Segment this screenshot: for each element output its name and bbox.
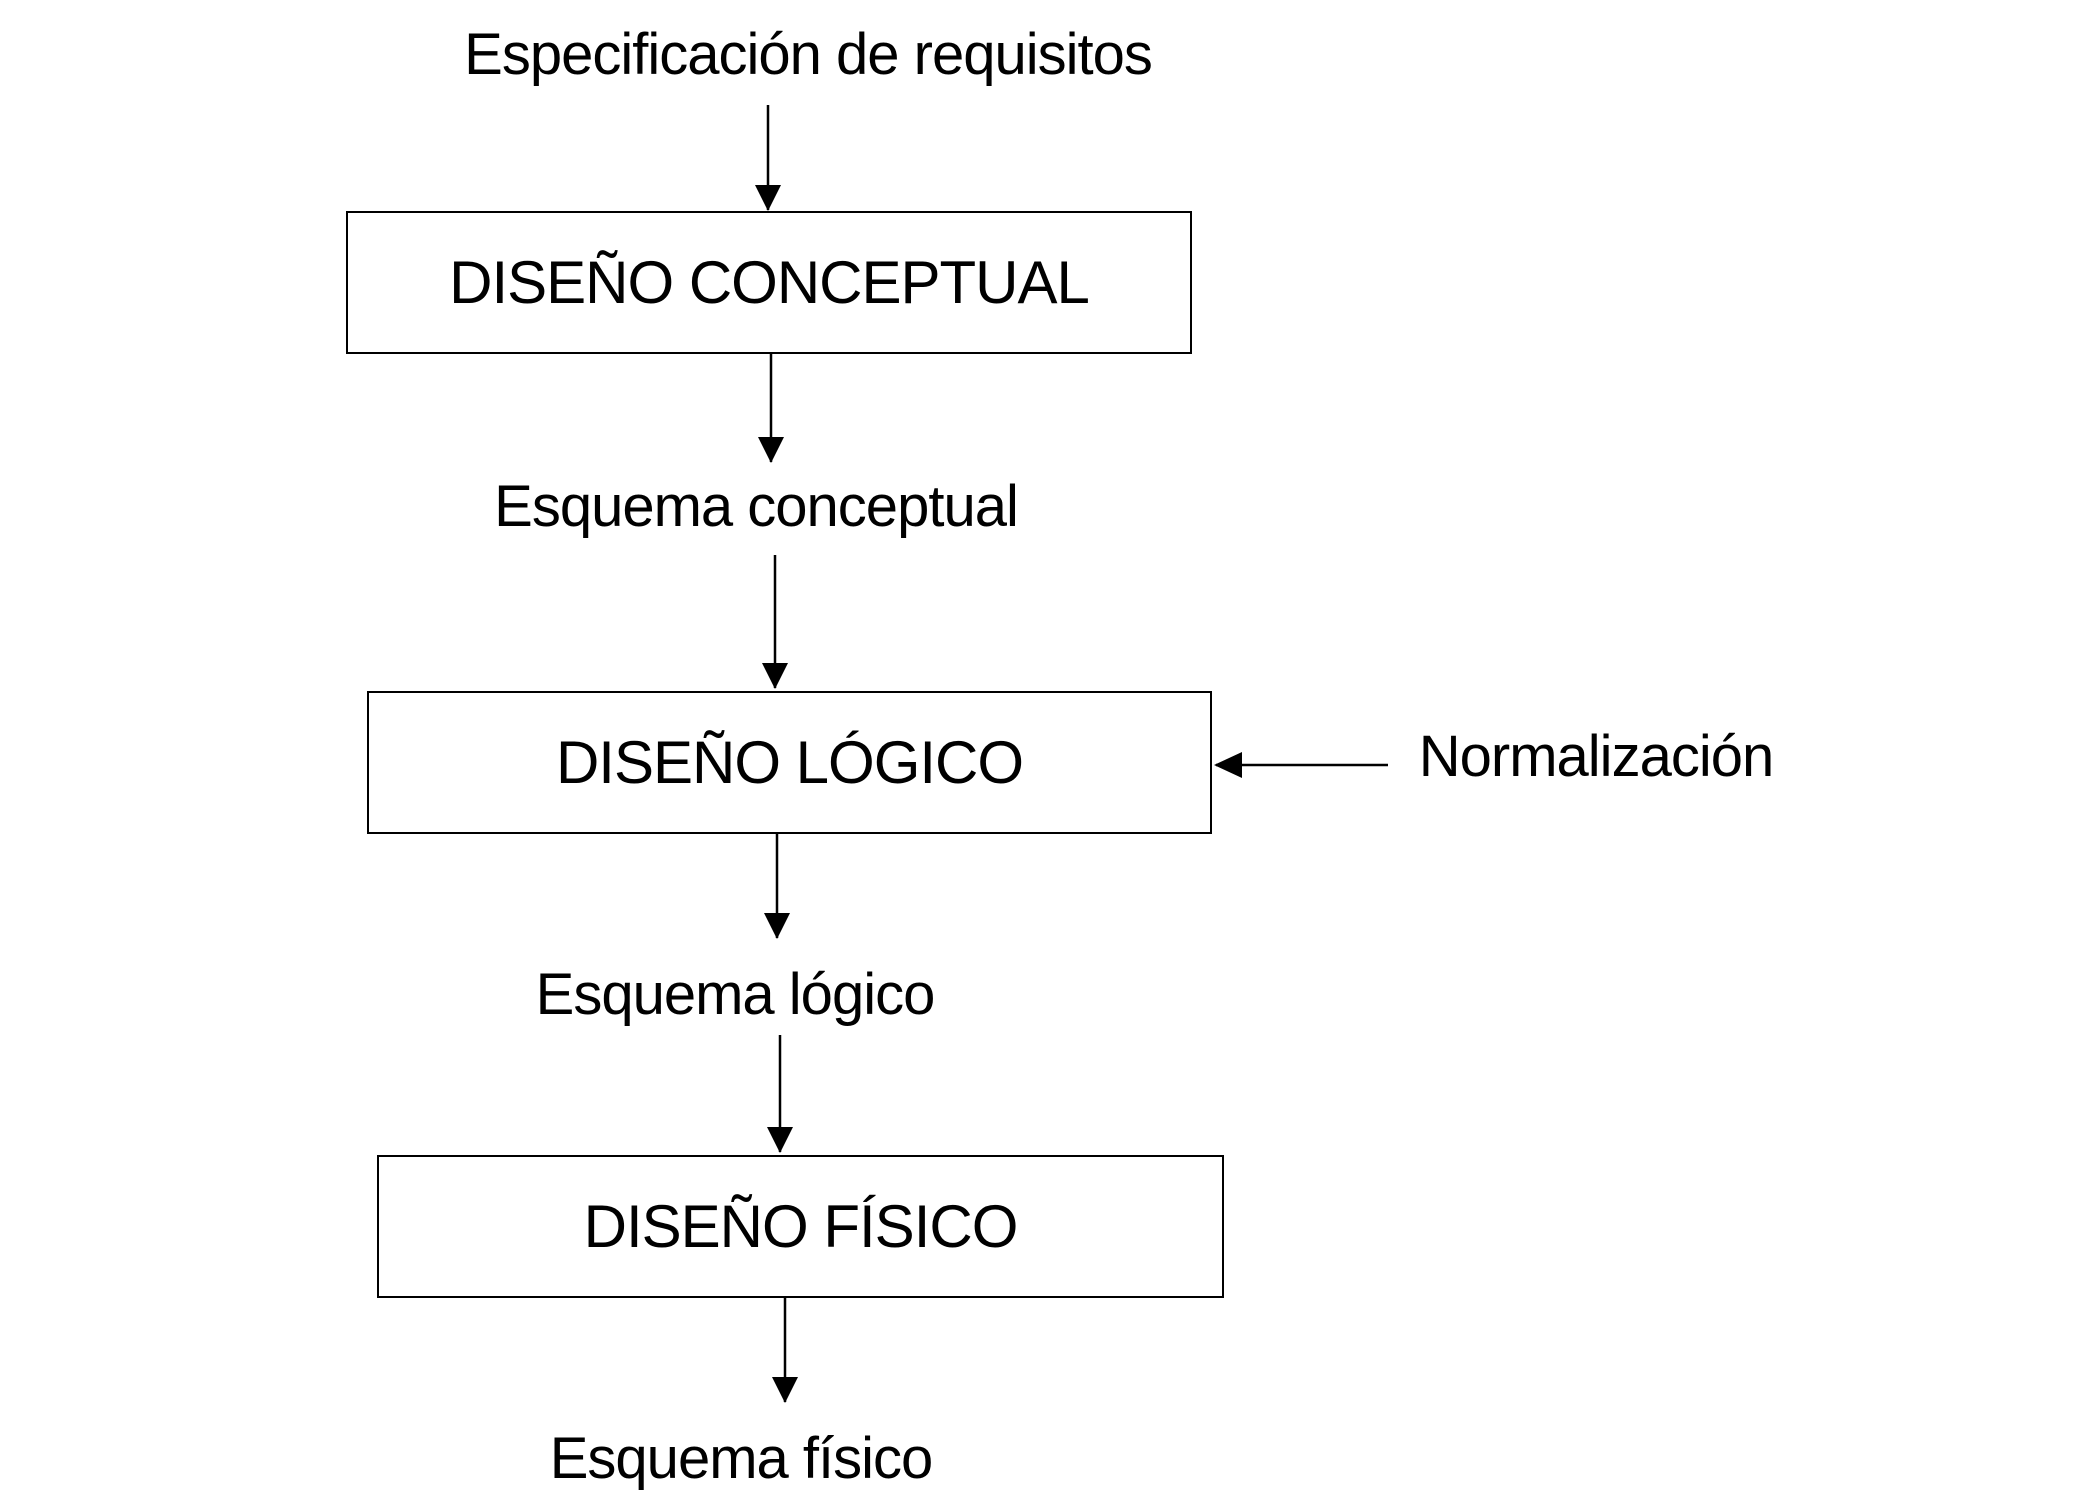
normalization-label: Normalización (1418, 724, 1774, 789)
requirements-spec-label: Especificación de requisitos (464, 22, 1153, 87)
physical-schema-label: Esquema físico (549, 1426, 934, 1491)
logical-schema-label: Esquema lógico (535, 962, 936, 1027)
physical-design-label: DISEÑO FÍSICO (583, 1193, 1019, 1260)
logical-design-box: DISEÑO LÓGICO (367, 691, 1212, 834)
conceptual-design-box: DISEÑO CONCEPTUAL (346, 211, 1192, 354)
arrowhead-icon (1214, 752, 1242, 778)
arrowhead-icon (767, 1127, 793, 1153)
physical-design-box: DISEÑO FÍSICO (377, 1155, 1224, 1298)
conceptual-design-label: DISEÑO CONCEPTUAL (449, 249, 1090, 316)
arrowhead-icon (762, 663, 788, 689)
logical-design-label: DISEÑO LÓGICO (555, 729, 1024, 796)
conceptual-schema-label: Esquema conceptual (494, 474, 1019, 539)
arrowhead-icon (764, 913, 790, 939)
arrowhead-icon (758, 437, 784, 463)
arrowhead-icon (772, 1377, 798, 1403)
arrowhead-icon (755, 185, 781, 211)
